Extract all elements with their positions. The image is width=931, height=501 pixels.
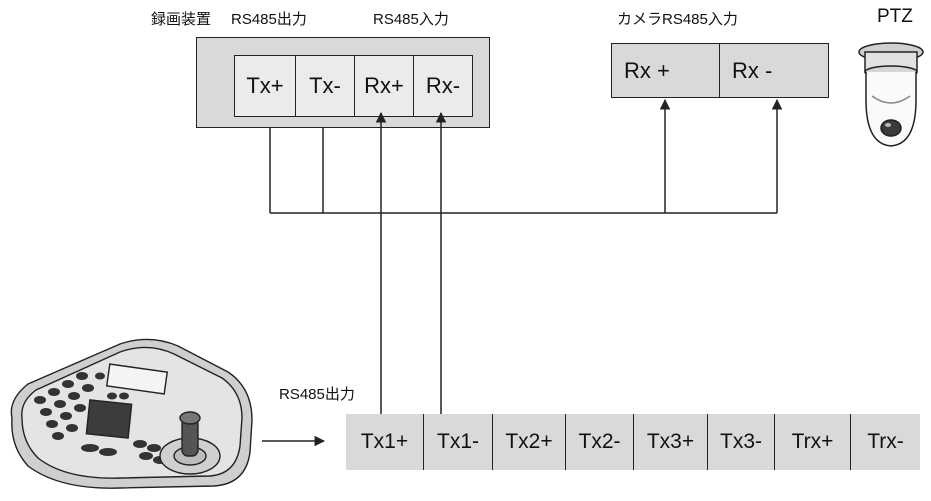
camera-label: カメラRS485入力	[617, 11, 738, 28]
keyboard-port-tx1-minus: Tx1-	[423, 414, 492, 470]
keyboard-to-recorder-wires	[375, 111, 447, 414]
keyboard-port-tx3-plus: Tx3+	[633, 414, 707, 470]
recorder-in-label: RS485入力	[373, 11, 449, 28]
keyboard-controller-illustration	[10, 338, 253, 489]
keyboard-port-tx2-plus: Tx2+	[492, 414, 565, 470]
camera-port-rx-plus: Rx +	[611, 43, 720, 98]
recorder-port-rx-plus: Rx+	[354, 55, 414, 117]
recorder-port-rx-minus: Rx-	[413, 55, 473, 117]
keyboard-port-tx1-plus: Tx1+	[346, 414, 423, 470]
keyboard-port-tx2-minus: Tx2-	[565, 414, 633, 470]
recorder-port-tx-minus: Tx-	[295, 55, 355, 117]
keyboard-port-tx3-minus: Tx3-	[707, 414, 774, 470]
recorder-title: 録画装置	[151, 11, 212, 28]
recorder-port-tx-plus: Tx+	[234, 55, 296, 117]
ptz-label: PTZ	[877, 6, 913, 27]
recorder-out-label: RS485出力	[231, 11, 307, 28]
keyboard-port-trx-minus: Trx-	[850, 414, 920, 470]
ptz-camera-illustration	[858, 42, 924, 147]
tx-to-camera-wires	[269, 98, 783, 214]
keyboard-out-label: RS485出力	[279, 386, 355, 403]
keyboard-port-trx-plus: Trx+	[774, 414, 850, 470]
camera-port-rx-minus: Rx -	[719, 43, 829, 98]
